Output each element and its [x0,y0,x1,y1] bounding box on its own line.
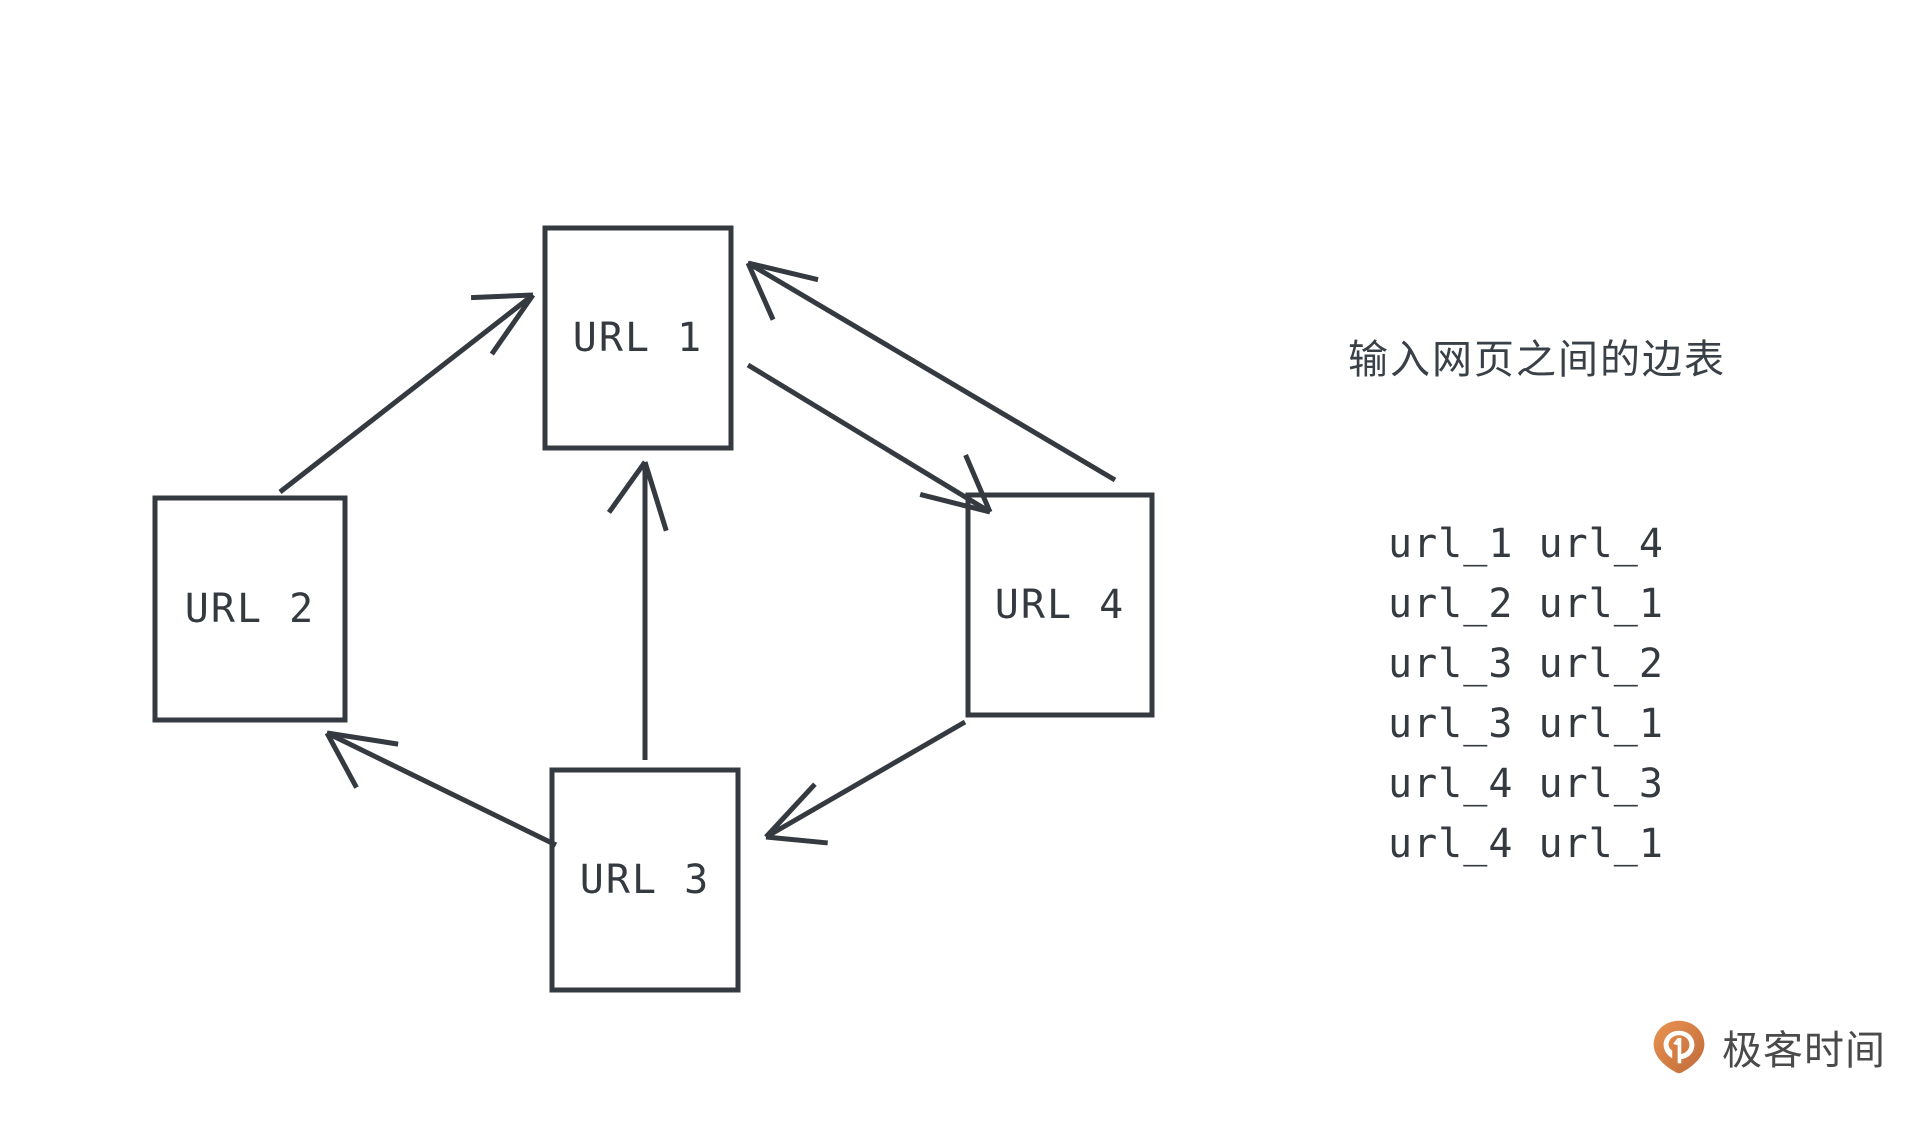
edge-url3-to-url1-arrowhead-b [606,460,648,514]
edge-url1-to-url4-arrowhead-b [963,454,993,513]
edge-url3-to-url1-arrowhead-a [642,461,669,532]
edge-url4-to-url3-shaft [764,719,967,840]
edge-url4-to-url3-arrowhead-a [764,782,817,839]
edge-url2-to-url1-arrowhead-a [489,293,536,356]
edge-url1-to-url4 [746,362,993,515]
edge-url4-to-url3-arrowhead-b [765,834,828,846]
node-box-url3 [549,767,741,993]
edge-url4-to-url3 [764,719,967,846]
edge-table-title: 输入网页之间的边表 [1348,338,1726,382]
edge-table-row: url_1 url_4 [1388,521,1664,567]
edge-url4-to-url1-arrowhead-b [745,261,776,321]
nodes-layer [152,225,1155,993]
edge-url4-to-url1 [745,260,1117,483]
brand-name: 极客时间 [1722,1029,1886,1073]
node-box-url2 [152,495,348,723]
edge-url4-to-url1-shaft [746,260,1117,483]
edge-url2-to-url1-arrowhead-b [470,292,534,301]
edge-url1-to-url4-shaft [746,362,992,515]
node-box-url1 [542,225,734,451]
edge-url2-to-url1-shaft [278,293,535,494]
node-box-url4 [965,492,1155,718]
edge-url3-to-url1 [606,460,669,760]
edge-table-list: url_1 url_4 url_2 url_1 url_3 url_2 url_3 u… [1388,514,1664,874]
edge-url2-to-url1 [278,292,536,494]
edge-table-row: url_2 url_1 [1388,581,1664,627]
edge-url3-to-url2 [324,730,558,848]
edge-url3-to-url2-arrowhead-a [326,730,399,747]
edge-url3-to-url2-shaft [325,730,558,848]
edge-url3-to-url2-arrowhead-b [324,731,359,789]
brand-logo: 极客时间 [1650,1018,1886,1076]
edge-table-row: url_3 url_2 [1388,641,1664,687]
edge-url4-to-url1-arrowhead-a [747,260,819,283]
edge-table-row: url_3 url_1 [1388,701,1664,747]
edge-table-row: url_4 url_1 [1388,821,1664,867]
edges-layer [278,260,1117,848]
geektime-logo-icon [1653,1020,1705,1074]
edge-url1-to-url4-arrowhead-a [919,492,991,515]
edge-table-row: url_4 url_3 [1388,761,1664,807]
